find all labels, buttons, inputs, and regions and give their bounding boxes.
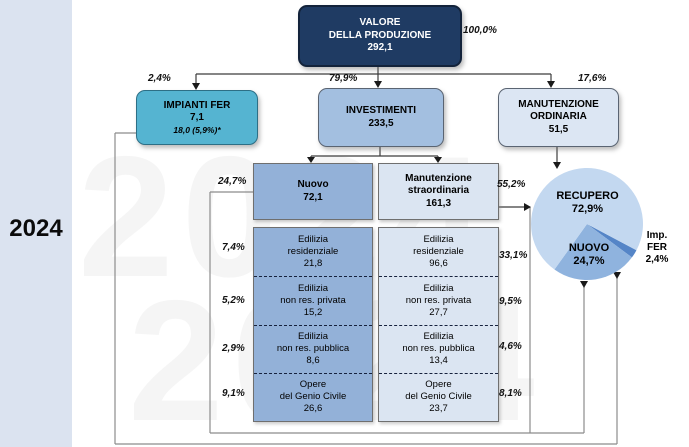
node-nuovo: Nuovo 72,1 [253,163,373,220]
node-value: 233,5 [368,117,394,129]
row-label: del Genio Civile [405,391,472,403]
node-title: IMPIANTI FER [163,99,231,111]
node-title: ORDINARIA [530,111,587,123]
node-manutenzione-straordinaria: Manutenzione straordinaria 161,3 [378,163,499,220]
pie-label-text: NUOVO [568,242,610,254]
pie-label-text: RECUPERO [556,190,619,202]
pct-valore: 100,0% [463,25,497,36]
row-label: del Genio Civile [279,391,347,403]
node-value: 72,1 [303,191,323,203]
pct-investimenti: 79,9% [329,73,358,84]
arrowhead-manutenzione [547,81,555,88]
arrowhead-straord-pie [524,203,531,211]
row-label: residenziale [287,246,339,258]
node-title: VALORE [359,17,401,29]
pct-nuovo: 24,7% [218,176,247,187]
pct-residenziale-straord: 33,1% [499,250,528,261]
arrowheads [192,81,621,288]
pct-non-res-pubblica-straord: 4,6% [499,341,522,352]
row-label: non res. privata [280,294,346,306]
pie-label-recupero: RECUPERO 72,9% [540,190,635,215]
loop-connectors [114,132,618,445]
node-impianti-fer: IMPIANTI FER 7,1 18,0 (5,9%)* [136,90,258,145]
node-title: MANUTENZIONE [518,98,599,110]
pct-residenziale-nuovo: 7,4% [222,242,245,253]
row-edilizia-non-res-pubblica-nuovo: Edilizia non res. pubblica 8,6 [254,324,372,373]
row-value: 13,4 [429,355,448,367]
year-label: 2024 [9,215,63,242]
row-edilizia-residenziale-straord: Edilizia residenziale 96,6 [379,228,498,276]
straordinaria-breakdown-column: Edilizia residenziale 96,6 Edilizia non … [378,227,499,422]
arrowhead-fer [192,83,200,90]
row-edilizia-non-res-privata-straord: Edilizia non res. privata 27,7 [379,276,498,324]
arrowhead-nuovo-pie [580,281,588,288]
row-label: residenziale [413,246,464,258]
row-value: 15,2 [303,306,323,318]
row-value: 21,8 [303,258,323,270]
pct-genio-civile-nuovo: 9,1% [222,388,245,399]
row-label: Edilizia [423,234,454,246]
node-title: INVESTIMENTI [345,105,416,116]
pie-slice-imp-fer [587,224,637,258]
row-label: Edilizia [423,331,454,343]
row-edilizia-residenziale-nuovo: Edilizia residenziale 21,8 [254,228,372,276]
row-label: Edilizia [297,282,329,294]
pie-label-nuovo: NUOVO 24,7% [549,242,629,267]
pie-slice-nuovo [554,224,632,281]
node-value: 292,1 [367,42,393,54]
row-opere-genio-civile-nuovo: Opere del Genio Civile 26,6 [254,372,372,421]
row-label: Opere [425,379,452,391]
node-title: Manutenzione [405,172,472,184]
pie-label-text: FER [647,242,667,253]
pie-label-text: Imp. [646,230,668,241]
row-label: Edilizia [297,331,329,343]
pct-manutenzione-ordinaria: 17,6% [578,73,607,84]
node-value: 51,5 [548,123,569,135]
arrowhead-investimenti [374,81,382,88]
node-valore-produzione: VALORE DELLA PRODUZIONE 292,1 [298,5,462,67]
pct-non-res-privata-nuovo: 5,2% [222,295,245,306]
node-manutenzione-ordinaria: MANUTENZIONE ORDINARIA 51,5 [498,88,619,147]
arrowhead-straordinaria [434,157,442,163]
row-value: 8,6 [306,355,320,367]
pct-non-res-pubblica-nuovo: 2,9% [222,343,245,354]
arrowhead-fer-pie [613,272,621,279]
row-value: 27,7 [429,306,448,318]
pct-genio-civile-straord: 8,1% [499,388,522,399]
row-label: non res. privata [405,294,472,306]
node-investimenti: INVESTIMENTI 233,5 [318,88,444,147]
node-title: straordinaria [407,185,470,197]
arrowhead-man-pie [553,162,561,169]
row-label: Opere [299,379,327,391]
pie-label-pct: 72,9% [571,202,604,215]
row-value: 96,6 [429,258,448,270]
pie-label-pct: 24,7% [573,254,605,267]
node-title: Nuovo [297,179,329,190]
node-title: DELLA PRODUZIONE [328,29,432,41]
pie-label-pct: 2,4% [645,254,669,265]
node-note: 18,0 (5,9%)* [173,124,221,135]
row-value: 23,7 [429,403,448,415]
pie-label-imp-fer: Imp. FER 2,4% [634,230,680,266]
row-label: Edilizia [297,234,329,246]
pct-manutenzione-straordinaria: 55,2% [497,179,526,190]
pie-chart [531,168,644,281]
pct-impianti-fer: 2,4% [148,73,171,84]
pie-slice-recupero [531,168,644,270]
arrowhead-nuovo [307,157,315,163]
nuovo-breakdown-column: Edilizia residenziale 21,8 Edilizia non … [253,227,373,422]
row-edilizia-non-res-privata-nuovo: Edilizia non res. privata 15,2 [254,276,372,324]
row-label: non res. pubblica [276,343,350,355]
node-value: 161,3 [425,197,452,209]
node-value: 7,1 [190,112,204,123]
row-edilizia-non-res-pubblica-straord: Edilizia non res. pubblica 13,4 [379,324,498,373]
pct-non-res-privata-straord: 9,5% [499,296,522,307]
row-opere-genio-civile-straord: Opere del Genio Civile 23,7 [379,372,498,421]
row-label: non res. pubblica [402,343,475,355]
row-label: Edilizia [423,282,454,294]
row-value: 26,6 [303,403,323,415]
year-side-panel: 2024 [0,0,72,447]
